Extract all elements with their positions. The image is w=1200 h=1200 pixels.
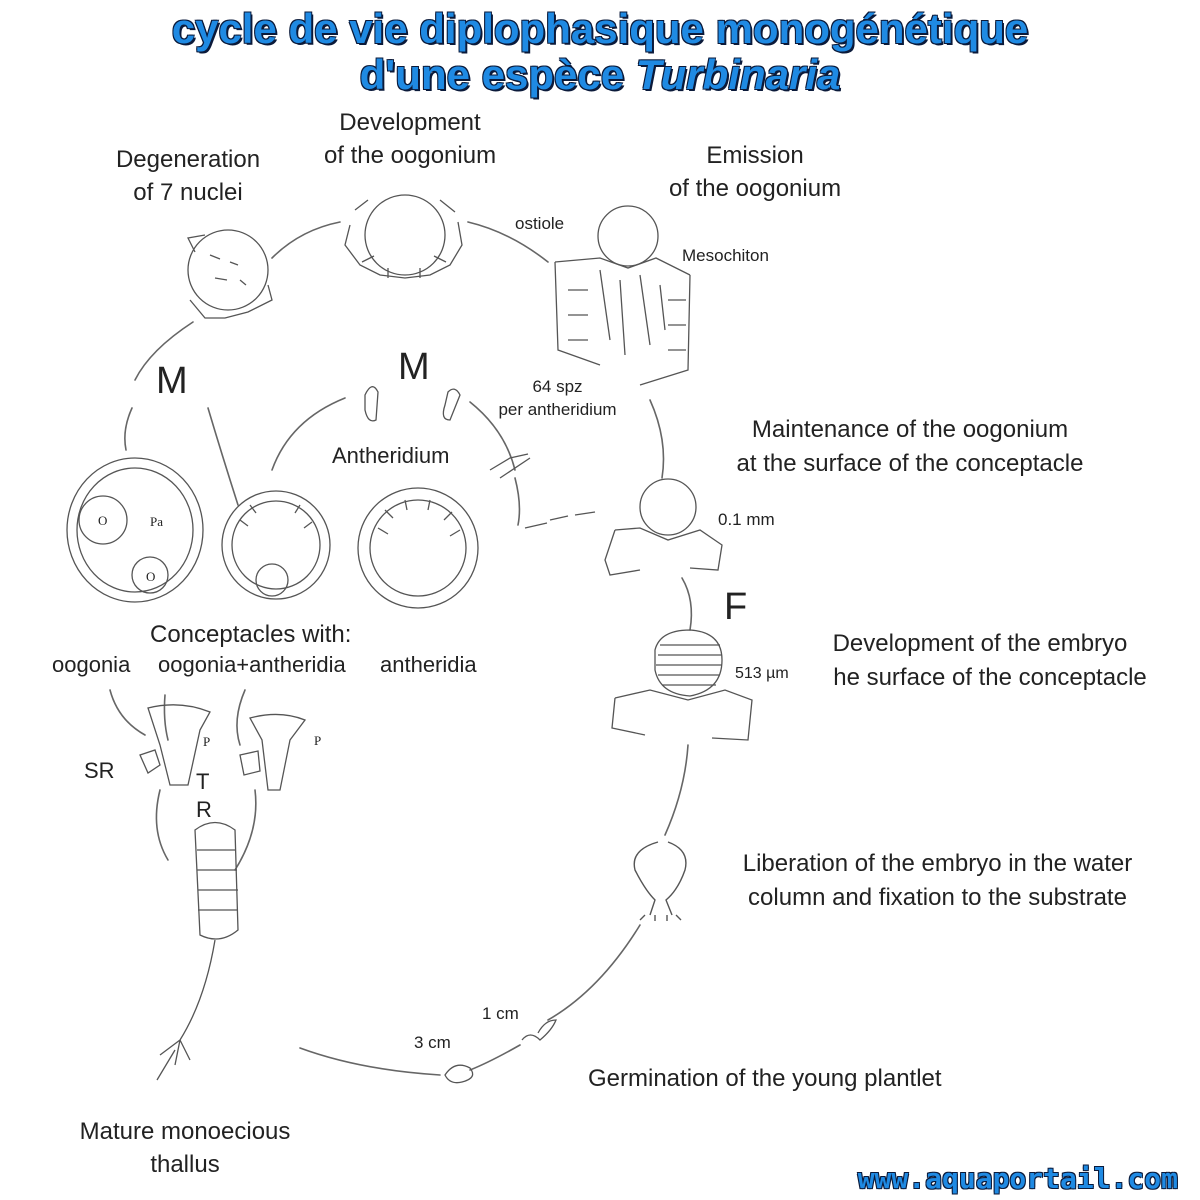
arc-emission-maintenance bbox=[649, 399, 665, 479]
arc-receptacle-thallus-right bbox=[234, 789, 257, 871]
arc-mixed-receptacle bbox=[163, 694, 169, 741]
phase-m-left: M bbox=[156, 360, 188, 402]
degeneration-label-1: Degeneration bbox=[115, 146, 261, 173]
conceptacle-oogonia bbox=[66, 457, 204, 603]
development-embryo-label-2: he surface of the conceptacle bbox=[833, 664, 1147, 691]
arc-antheridia-receptacle bbox=[236, 689, 246, 746]
mature-thallus bbox=[156, 821, 239, 1081]
p-label-2: P bbox=[314, 733, 322, 748]
arc-m-mixed bbox=[207, 407, 239, 506]
germination-label: Germination of the young plantlet bbox=[588, 1065, 942, 1092]
maintenance-label-2: at the surface of the conceptacle bbox=[736, 450, 1084, 477]
conceptacle-mixed bbox=[221, 490, 331, 600]
developing-oogonium bbox=[344, 194, 463, 279]
antheridium-label: Antheridium bbox=[332, 443, 450, 468]
mesochiton-label: Mesochiton bbox=[682, 246, 769, 265]
arc-antheridia-cycle-left bbox=[271, 397, 346, 471]
arc-receptacle-thallus-left bbox=[155, 789, 169, 861]
conceptacle-type-mixed: oogonia+antheridia bbox=[158, 652, 346, 677]
maintained-oogonium bbox=[524, 478, 723, 576]
pa-label: Pa bbox=[150, 514, 163, 529]
arc-oogonia-receptacle bbox=[109, 689, 146, 736]
o-label-2: O bbox=[146, 569, 156, 584]
arc-plantlet-growth bbox=[469, 1044, 521, 1071]
scale-513-um: 513 µm bbox=[735, 665, 789, 682]
receptacles bbox=[139, 704, 307, 791]
embryo bbox=[611, 629, 753, 741]
title-line-2: d'une espèce Turbinaria bbox=[0, 54, 1200, 96]
t-label: T bbox=[196, 769, 210, 794]
arc-maintenance-embryo bbox=[681, 577, 693, 631]
scale-1-cm: 1 cm bbox=[482, 1004, 519, 1023]
arc-degeneration-development bbox=[271, 221, 341, 259]
phase-f: F bbox=[724, 586, 748, 628]
emission-label-2: of the oogonium bbox=[668, 175, 842, 202]
conceptacle-type-antheridia: antheridia bbox=[380, 652, 477, 677]
development-oogonium-label-2: of the oogonium bbox=[323, 142, 497, 169]
p-label-1: P bbox=[203, 734, 211, 749]
emission-of-oogonium bbox=[554, 205, 691, 386]
maintenance-label-1: Maintenance of the oogonium bbox=[751, 416, 1069, 443]
conceptacle-antheridia bbox=[357, 487, 479, 609]
cycle-arcs bbox=[109, 221, 693, 1076]
liberation-label-1: Liberation of the embryo in the water bbox=[742, 850, 1133, 877]
development-embryo-label-1: Development of the embryo bbox=[832, 630, 1128, 657]
title-line-1: cycle de vie diplophasique monogénétique bbox=[171, 5, 1029, 52]
arc-antheridia-cycle-right bbox=[469, 401, 516, 471]
degeneration-label-2: of 7 nuclei bbox=[133, 179, 243, 206]
sr-label: SR bbox=[84, 758, 115, 783]
conceptacle-type-oogonia: oogonia bbox=[52, 652, 131, 677]
arc-degeneration-m bbox=[134, 321, 194, 381]
liberation-label-2: column and fixation to the substrate bbox=[748, 884, 1127, 911]
arc-spz-to-oogonium bbox=[514, 477, 521, 526]
emission-label-1: Emission bbox=[706, 142, 804, 169]
degenerating-oogonium bbox=[187, 229, 273, 319]
mature-thallus-label-2: thallus bbox=[150, 1151, 220, 1178]
spz-label-1: 64 spz bbox=[532, 377, 583, 396]
arc-m-oogonia bbox=[124, 407, 133, 451]
antheridia bbox=[364, 386, 531, 479]
arc-liberation-germination bbox=[547, 924, 641, 1021]
mature-thallus-label-1: Mature monoecious bbox=[79, 1118, 291, 1145]
development-oogonium-label-1: Development bbox=[339, 109, 481, 136]
scale-3-cm: 3 cm bbox=[414, 1033, 451, 1052]
scale-0-1-mm: 0.1 mm bbox=[718, 510, 775, 529]
footer-url: www.aquaportail.com bbox=[857, 1162, 1178, 1195]
spz-label-2: per antheridium bbox=[498, 400, 617, 419]
liberated-embryo bbox=[633, 841, 687, 921]
r-label: R bbox=[196, 797, 212, 822]
phase-m-center: M bbox=[398, 346, 430, 388]
plantlets bbox=[444, 1019, 557, 1084]
arc-development-emission bbox=[467, 221, 549, 263]
conceptacles-heading: Conceptacles with: bbox=[150, 621, 352, 648]
title-genus: Turbinaria bbox=[635, 51, 841, 98]
arc-embryo-liberation bbox=[664, 744, 689, 836]
arc-plantlet-thallus bbox=[299, 1047, 441, 1076]
ostiole-label: ostiole bbox=[515, 214, 565, 233]
o-label-1: O bbox=[98, 513, 108, 528]
title-line-2-prefix: d'une espèce bbox=[359, 51, 636, 98]
